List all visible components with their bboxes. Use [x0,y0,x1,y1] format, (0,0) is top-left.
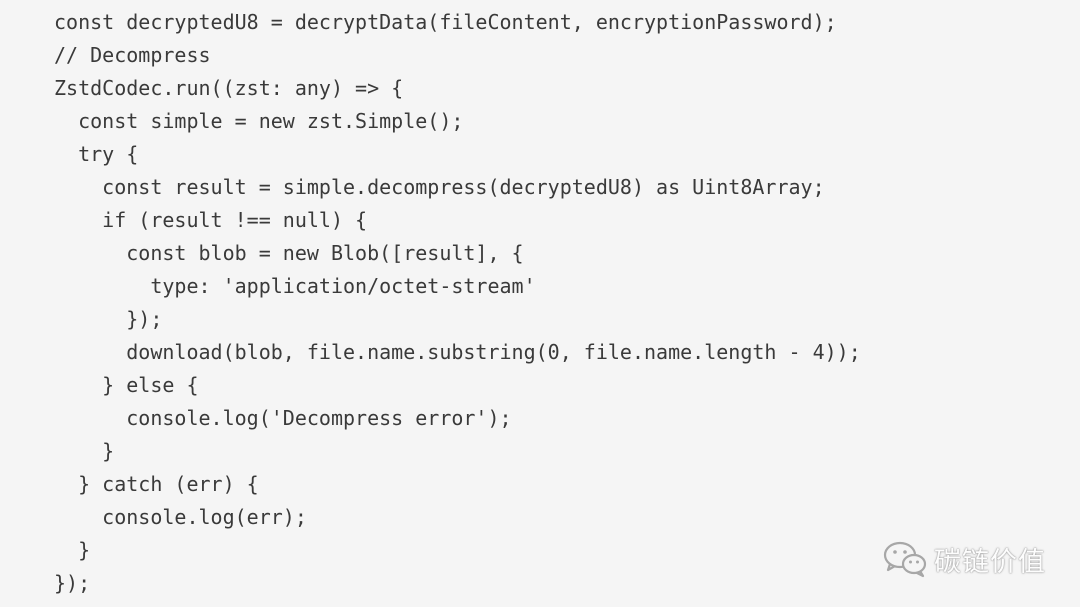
code-line: try { [54,142,139,166]
watermark-text: 碳链价值 [934,546,1046,578]
code-line: }); [54,571,91,595]
code-line: const blob = new Blob([result], { [54,241,524,265]
code-line: } [54,538,91,562]
wechat-icon [883,541,927,578]
code-line: type: 'application/octet-stream' [54,274,536,298]
code-line: console.log('Decompress error'); [54,406,512,430]
code-line: } catch (err) { [54,472,259,496]
code-line: if (result !== null) { [54,208,368,232]
code-line: // Decompress [54,43,211,67]
code-line: console.log(err); [54,505,307,529]
code-line: const simple = new zst.Simple(); [54,109,464,133]
watermark: 碳链价值 [882,538,1046,580]
code-line: const decryptedU8 = decryptData(fileCont… [54,10,837,34]
code-line: } [54,439,115,463]
code-line: ZstdCodec.run((zst: any) => { [54,76,404,100]
code-block: const decryptedU8 = decryptData(fileCont… [54,6,861,600]
code-line: const result = simple.decompress(decrypt… [54,175,825,199]
code-line: } else { [54,373,199,397]
code-line: }); [54,307,163,331]
code-line: download(blob, file.name.substring(0, fi… [54,340,861,364]
